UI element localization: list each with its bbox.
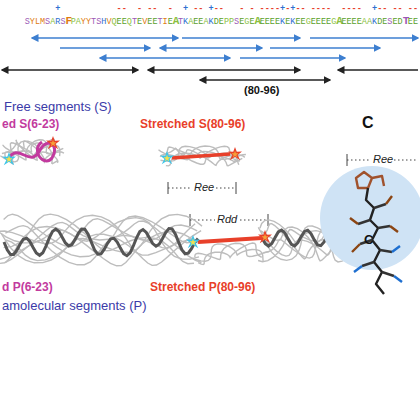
group-title: Free segments (S) [4,100,112,114]
distance-label: Rdd [216,213,238,225]
segment-label: (80-96) [244,84,279,96]
distance-label: Ree [372,153,394,165]
segment-label: Stretched S(80-96) [140,118,245,131]
segment-label: d P(6-23) [2,281,53,294]
panel-letter: C [362,114,374,132]
segment-label: Stretched P(80-96) [150,281,255,294]
charge-signs: + -- - -- - + -- +-- - - ----+-+-- ---- … [25,5,418,14]
terminus-label: C [364,233,373,247]
sequence-text: SYLMSARSFPAYYTSHVQEEQTEVEETIEATKAEEAKDEP… [25,17,418,27]
segment-label: ed S(6-23) [2,118,59,131]
distance-label: Ree [193,181,215,193]
group-title: amolecular segments (P) [2,299,147,313]
